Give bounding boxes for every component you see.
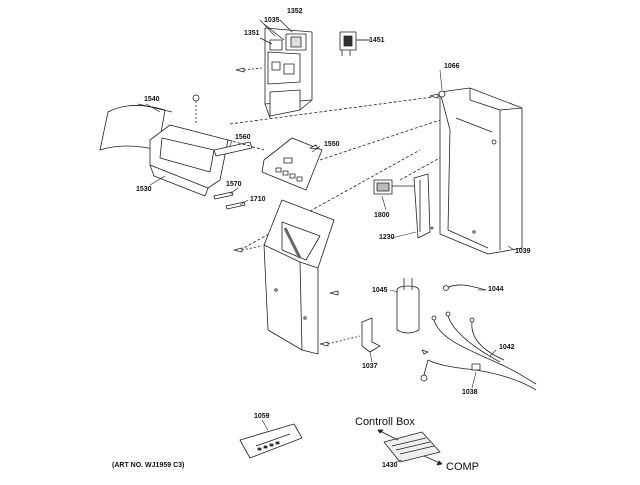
- front-panel-drawing: [233, 199, 335, 355]
- part-label-1039: 1039: [515, 248, 531, 255]
- keypad-board-drawing: [261, 137, 323, 191]
- part-label-1540: 1540: [144, 96, 160, 103]
- bracket-1037-drawing: [319, 317, 381, 353]
- leader-lines: [145, 19, 515, 463]
- screw-1066: [429, 90, 446, 99]
- label-card-drawing: [377, 429, 443, 466]
- bar-1560-drawing: [213, 141, 253, 157]
- bracket-1230-drawing: [329, 173, 431, 296]
- art-number: (ART NO. WJ1959 C3): [112, 462, 185, 469]
- control-box-drawing: [430, 87, 523, 255]
- part-label-1044: 1044: [488, 286, 504, 293]
- part-label-1035: 1035: [264, 17, 280, 24]
- relay-drawing: [339, 31, 370, 56]
- part-label-1037: 1037: [362, 363, 378, 370]
- part-label-1451: 1451: [369, 37, 385, 44]
- controll-box-label: Controll Box: [355, 416, 415, 428]
- part-label-1530: 1530: [136, 186, 152, 193]
- part-label-1042: 1042: [499, 344, 515, 351]
- display-housing-drawing: [149, 94, 229, 197]
- part-label-1570: 1570: [226, 181, 242, 188]
- control-board-drawing: [259, 19, 313, 119]
- part-label-1230: 1230: [379, 234, 395, 241]
- part-label-1059: 1059: [254, 413, 270, 420]
- part-label-1066: 1066: [444, 63, 460, 70]
- part-label-1710: 1710: [250, 196, 266, 203]
- part-label-1038: 1038: [462, 389, 478, 396]
- remote-drawing: [239, 423, 303, 459]
- pins-drawing: [213, 191, 246, 210]
- part-label-1550: 1550: [324, 141, 340, 148]
- comp-label: COMP: [446, 461, 479, 473]
- part-label-1560: 1560: [235, 134, 251, 141]
- screw-board: [235, 67, 263, 73]
- alignment-lines: [227, 95, 446, 251]
- part-label-1351: 1351: [244, 30, 260, 37]
- harness-1044-drawing: [443, 284, 487, 291]
- part-label-1800: 1800: [374, 212, 390, 219]
- capacitor-drawing: [396, 278, 429, 355]
- part-label-1045: 1045: [372, 287, 388, 294]
- part-label-1430: 1430: [382, 462, 398, 469]
- part-label-1352: 1352: [287, 8, 303, 15]
- harness-1042-drawing: [420, 311, 537, 391]
